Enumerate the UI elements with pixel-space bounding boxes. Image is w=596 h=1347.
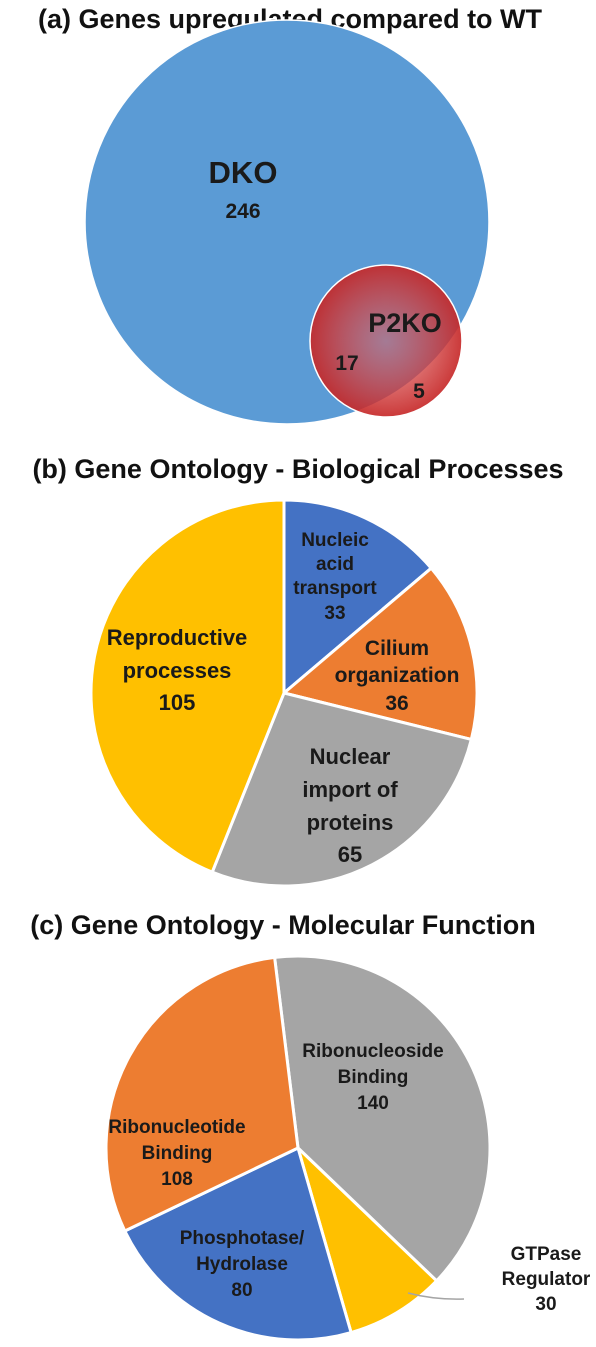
panel-b-title: (b) Gene Ontology - Biological Processes bbox=[32, 454, 563, 484]
venn-count-dko: 246 bbox=[225, 200, 260, 223]
pie-b-labels: Nucleic acid transport 33 Cilium organiz… bbox=[107, 530, 460, 867]
pie-b-slice-1-value: 33 bbox=[324, 603, 345, 624]
pie-c-labels: Ribonucleoside Binding 140 GTPase Regula… bbox=[108, 1041, 591, 1315]
pie-c-slice-2-value: 30 bbox=[535, 1294, 556, 1315]
pie-c-slice-4-label-line-1: Ribonucleotide bbox=[108, 1117, 245, 1138]
pie-b-slice-2-value: 36 bbox=[385, 692, 408, 715]
pie-b-slice-2-label-line-1: Cilium bbox=[365, 637, 429, 660]
pie-c-slice-2-leader-line bbox=[407, 1292, 465, 1300]
pie-b-slice-1-label-line-1: Nucleic bbox=[301, 530, 369, 551]
venn-count-intersection: 17 bbox=[335, 352, 358, 375]
panel-a-venn: (a) Genes upregulated compared to WT DKO… bbox=[38, 4, 543, 425]
venn-count-p2ko: 5 bbox=[413, 380, 425, 403]
pie-b-slice-1-label-line-2: acid bbox=[316, 554, 354, 575]
pie-c-slice-3 bbox=[123, 1146, 353, 1342]
pie-b-slice-3 bbox=[210, 691, 473, 888]
panel-c-pie: (c) Gene Ontology - Molecular Function R… bbox=[30, 910, 591, 1342]
pie-b-slice-3-label-line-2: import of bbox=[302, 777, 398, 802]
pie-b-slice-1-label-line-3: transport bbox=[293, 578, 377, 599]
pie-b-slices bbox=[89, 498, 479, 888]
pie-c-slice-1-value: 140 bbox=[357, 1093, 389, 1114]
venn-circle-p2ko bbox=[309, 264, 463, 418]
pie-b-slice-4-value: 105 bbox=[159, 690, 196, 715]
pie-b-slice-4 bbox=[89, 498, 286, 874]
pie-b-slice-3-label-line-3: proteins bbox=[307, 810, 394, 835]
pie-c-slice-1 bbox=[273, 954, 492, 1283]
pie-b-slice-3-value: 65 bbox=[338, 842, 362, 867]
pie-c-slice-4 bbox=[104, 955, 300, 1233]
pie-b-slice-2-label-line-2: organization bbox=[335, 664, 460, 687]
pie-c-slices bbox=[104, 954, 492, 1342]
pie-c-slice-2-label-line-2: Regulator bbox=[502, 1269, 591, 1290]
pie-c-slice-3-label-line-2: Hydrolase bbox=[196, 1254, 288, 1275]
pie-c-slice-4-value: 108 bbox=[161, 1169, 193, 1190]
pie-b-slice-3-label-line-1: Nuclear bbox=[310, 744, 391, 769]
pie-b-slice-4-label-line-2: processes bbox=[123, 658, 232, 683]
pie-b-slice-2 bbox=[282, 566, 479, 741]
venn-label-p2ko: P2KO bbox=[368, 308, 442, 338]
pie-c-slice-1-label-line-1: Ribonucleoside bbox=[302, 1041, 443, 1062]
pie-c-slice-2 bbox=[296, 1146, 439, 1335]
pie-c-slice-4-label-line-2: Binding bbox=[142, 1143, 213, 1164]
pie-b-slice-4-label-line-1: Reproductive bbox=[107, 625, 248, 650]
pie-b-slice-1 bbox=[282, 498, 433, 695]
pie-c-slice-3-label-line-1: Phosphotase/ bbox=[180, 1228, 305, 1249]
venn-label-dko: DKO bbox=[209, 155, 278, 190]
panel-b-pie: (b) Gene Ontology - Biological Processes… bbox=[32, 454, 564, 888]
pie-c-slice-2-label-line-1: GTPase bbox=[511, 1244, 582, 1265]
pie-c-slice-1-label-line-2: Binding bbox=[338, 1067, 409, 1088]
pie-c-slice-3-value: 80 bbox=[231, 1280, 252, 1301]
panel-c-title: (c) Gene Ontology - Molecular Function bbox=[30, 910, 536, 940]
